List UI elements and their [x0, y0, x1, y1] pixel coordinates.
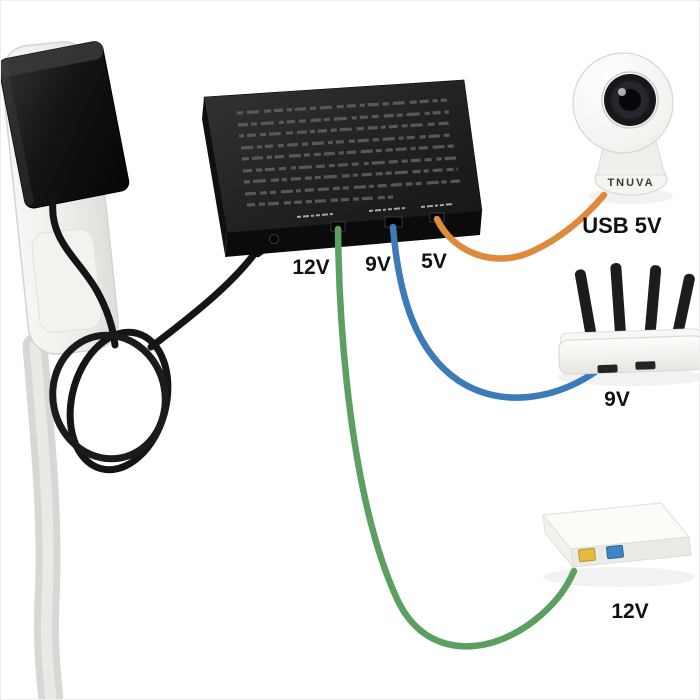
adapter-cable	[49, 197, 278, 474]
modem	[541, 502, 692, 569]
router-antenna-3	[643, 265, 662, 347]
wifi-router	[558, 263, 699, 375]
camera-face-ring	[601, 71, 659, 129]
modem-front-face	[570, 536, 692, 568]
label-ups-5v: 5V	[421, 250, 447, 273]
cable-blue-9v	[389, 223, 602, 401]
power-adapter	[1, 41, 130, 209]
camera-lens-glint	[618, 88, 626, 96]
label-modem-12v: 12V	[611, 600, 648, 623]
label-camera-usb-5v: USB 5V	[582, 213, 662, 238]
modem-port-blue	[606, 544, 624, 560]
cable-green-12v	[334, 225, 578, 650]
router-port-2	[635, 361, 656, 370]
ups-spec-text	[236, 98, 461, 207]
router-antenna-2	[610, 263, 627, 347]
ups-front-face	[225, 211, 482, 257]
label-ups-9v: 9V	[365, 253, 391, 276]
label-ups-12v: 12V	[292, 256, 329, 279]
adapter-cable-run1	[49, 197, 119, 349]
adapter-cable-run2	[147, 249, 259, 351]
modem-port-yellow	[578, 547, 596, 563]
adapter-cable-coil-2	[49, 331, 169, 463]
modem-shadow	[543, 567, 695, 587]
router-antenna-1	[574, 269, 599, 349]
ups-top-face	[203, 79, 483, 234]
router-body	[558, 335, 699, 375]
cable-orange-5v	[433, 191, 608, 262]
power-strip-cord	[22, 333, 64, 699]
ups-port-markings	[296, 203, 454, 218]
ups-device	[202, 79, 483, 257]
security-camera: TNUVA	[572, 52, 674, 196]
ups-left-face	[202, 97, 227, 255]
router-port-1	[597, 364, 618, 374]
ups-dc-input-port	[269, 234, 279, 244]
label-router-9v: 9V	[604, 388, 630, 411]
camera-brand-label: TNUVA	[607, 177, 654, 189]
